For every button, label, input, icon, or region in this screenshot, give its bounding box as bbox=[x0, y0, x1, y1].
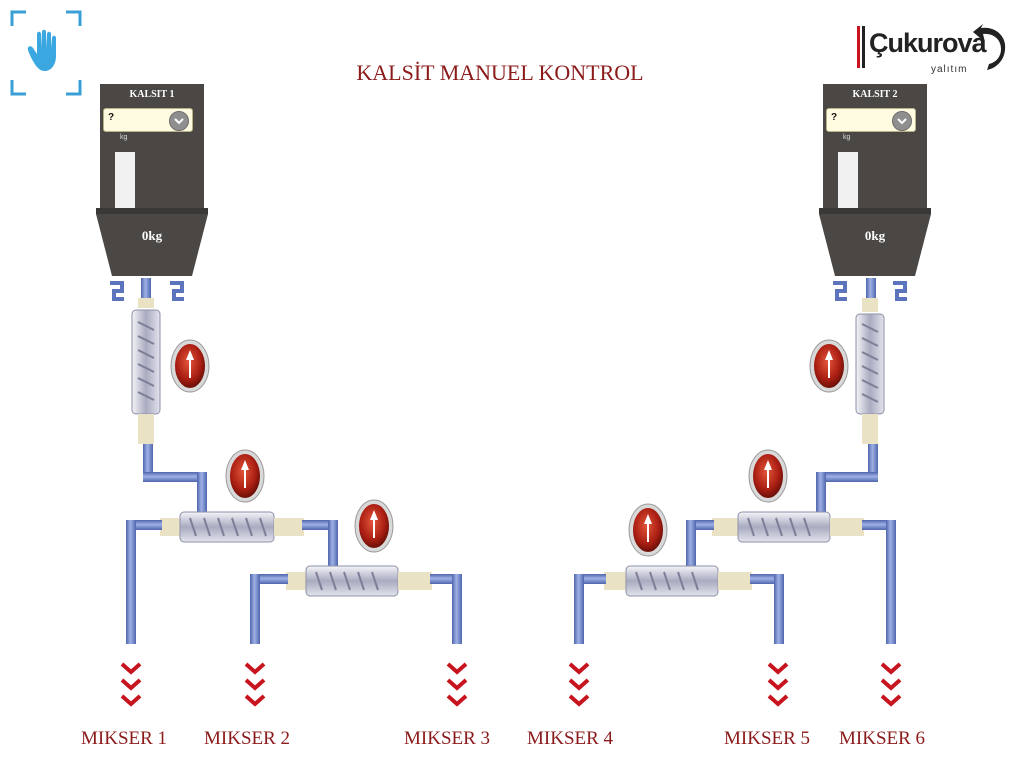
left-lower-horizontal-screw[interactable] bbox=[286, 565, 432, 597]
silo-name: KALSIT 1 bbox=[129, 89, 175, 100]
right-lower-horizontal-screw[interactable] bbox=[604, 565, 752, 597]
silo-weight: 0kg bbox=[864, 228, 886, 243]
silo-select-value: ? bbox=[108, 112, 115, 123]
mixer-3-arrows-icon bbox=[446, 662, 468, 707]
motor-left-vertical[interactable] bbox=[170, 339, 210, 393]
mixer-6-arrows-icon bbox=[880, 662, 902, 707]
mixer-1-arrows-icon bbox=[120, 662, 142, 707]
left-vertical-screw[interactable] bbox=[131, 298, 161, 444]
page-title: KALSİT MANUEL KONTROL bbox=[356, 60, 644, 85]
mixer-5-label[interactable]: MIKSER 5 bbox=[724, 728, 811, 749]
silo-name: KALSIT 2 bbox=[852, 89, 898, 100]
manual-mode-button[interactable] bbox=[10, 10, 82, 96]
silo-1-valves[interactable] bbox=[110, 278, 184, 301]
hand-icon bbox=[10, 10, 82, 96]
silo-level-bar bbox=[838, 152, 858, 208]
mixer-4-arrows-icon bbox=[568, 662, 590, 707]
company-logo: Çukurova yalıtım bbox=[855, 22, 1015, 82]
left-feed-pipe bbox=[143, 444, 207, 512]
chevron-down-icon[interactable] bbox=[892, 111, 912, 131]
right-vertical-screw[interactable] bbox=[855, 298, 885, 444]
left-lower-outlet-pipes bbox=[250, 574, 462, 644]
left-upper-outlet-pipes bbox=[126, 520, 338, 644]
chevron-down-icon[interactable] bbox=[169, 111, 189, 131]
right-upper-horizontal-screw[interactable] bbox=[712, 511, 864, 543]
silo-kalsit-2: KALSIT 2 ? kg 0kg bbox=[819, 84, 931, 276]
silo-select-value: ? bbox=[831, 112, 838, 123]
motor-left-upper[interactable] bbox=[225, 449, 265, 503]
logo-sub-text: yalıtım bbox=[931, 64, 968, 75]
right-feed-pipe bbox=[816, 444, 878, 512]
motor-right-lower[interactable] bbox=[628, 503, 668, 557]
silo-2-valves[interactable] bbox=[833, 278, 907, 301]
silo-select[interactable]: ? bbox=[103, 108, 193, 132]
mixer-1-label[interactable]: MIKSER 1 bbox=[81, 728, 168, 749]
silo-unit: kg bbox=[120, 134, 128, 141]
mixer-6-label[interactable]: MIKSER 6 bbox=[839, 728, 926, 749]
mixer-4-label[interactable]: MIKSER 4 bbox=[527, 728, 614, 749]
mixer-3-label[interactable]: MIKSER 3 bbox=[404, 728, 491, 749]
left-upper-horizontal-screw[interactable] bbox=[160, 511, 304, 543]
silo-select[interactable]: ? bbox=[826, 108, 916, 132]
silo-level-bar bbox=[115, 152, 135, 208]
silo-weight: 0kg bbox=[141, 228, 163, 243]
motor-left-lower[interactable] bbox=[354, 499, 394, 553]
silo-unit: kg bbox=[843, 134, 851, 141]
right-upper-outlet-pipes bbox=[686, 520, 896, 644]
logo-brand-text: Çukurova bbox=[869, 28, 987, 58]
silo-cone-icon bbox=[96, 214, 208, 276]
mixer-2-label[interactable]: MIKSER 2 bbox=[204, 728, 291, 749]
logo-bars-icon bbox=[857, 24, 1006, 70]
silo-kalsit-1: KALSIT 1 ? kg 0kg bbox=[96, 84, 208, 276]
silo-cone-icon bbox=[819, 214, 931, 276]
mixer-5-arrows-icon bbox=[767, 662, 789, 707]
motor-right-vertical[interactable] bbox=[809, 339, 849, 393]
motor-right-upper[interactable] bbox=[748, 449, 788, 503]
right-lower-outlet-pipes bbox=[574, 574, 784, 644]
mixer-2-arrows-icon bbox=[244, 662, 266, 707]
